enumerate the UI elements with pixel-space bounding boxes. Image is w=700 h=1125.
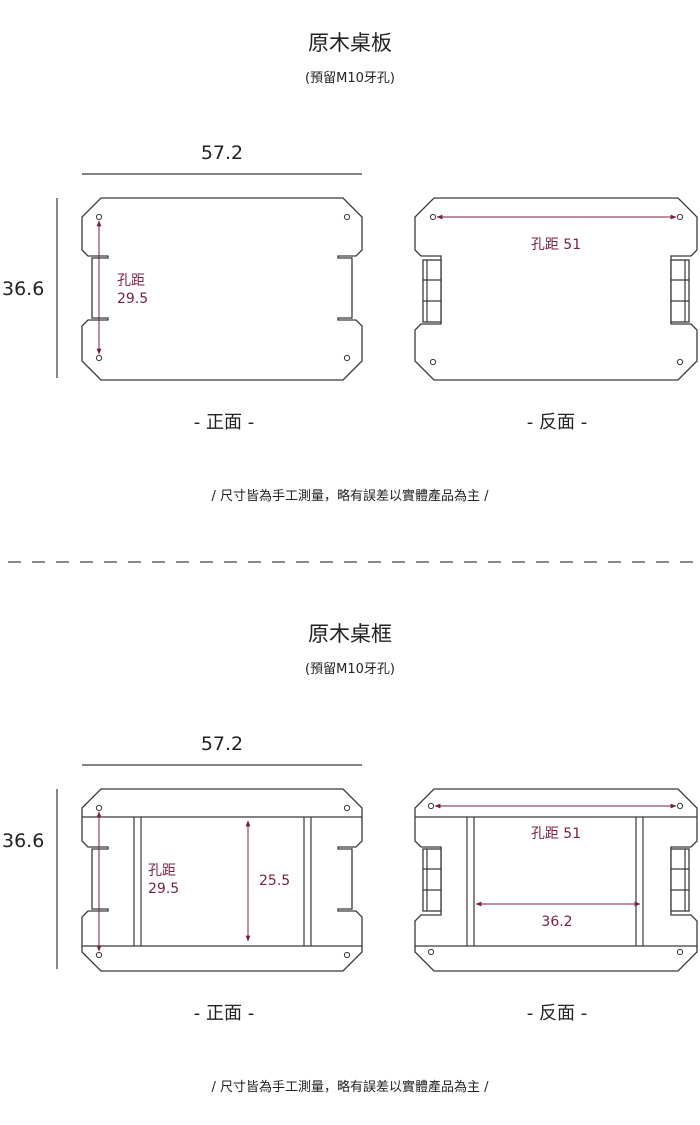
front-view: 孔距 29.5 bbox=[81, 197, 363, 381]
screw-hole bbox=[343, 804, 351, 812]
screw-hole bbox=[95, 354, 103, 362]
inner-width-value: 36.2 bbox=[541, 914, 572, 930]
handle-left bbox=[422, 259, 442, 323]
hole-distance-label: 孔距 bbox=[117, 273, 145, 289]
measurement-note: / 尺寸皆為手工測量，略有誤差以實體產品為主 / bbox=[211, 488, 489, 504]
width-dimension: 57.2 bbox=[201, 733, 243, 755]
hole-distance-label: 孔距 51 bbox=[531, 826, 581, 842]
section-tabletop: 原木桌板 (預留M10牙孔) 57.2 36.6 孔距 29.5 bbox=[2, 31, 698, 504]
screw-hole bbox=[676, 358, 684, 366]
width-dimension: 57.2 bbox=[201, 142, 243, 164]
section-table-frame: 原木桌框 (預留M10牙孔) 57.2 36.6 孔距 29.5 25.5 bbox=[2, 622, 698, 1095]
handle-left bbox=[422, 848, 442, 912]
screw-hole bbox=[95, 213, 103, 221]
measurement-note: / 尺寸皆為手工測量，略有誤差以實體產品為主 / bbox=[211, 1079, 489, 1095]
hole-distance-label: 孔距 51 bbox=[531, 237, 581, 253]
back-view: 孔距 51 bbox=[414, 197, 698, 381]
handle-right bbox=[670, 848, 690, 912]
front-view: 孔距 29.5 25.5 bbox=[81, 788, 363, 972]
front-label: - 正面 - bbox=[194, 412, 254, 433]
screw-hole bbox=[343, 213, 351, 221]
back-label: - 反面 - bbox=[527, 1003, 587, 1024]
screw-hole bbox=[676, 802, 684, 810]
height-dimension: 36.6 bbox=[2, 278, 44, 300]
inner-height-value: 25.5 bbox=[259, 873, 290, 889]
screw-hole bbox=[427, 948, 435, 956]
back-label: - 反面 - bbox=[527, 412, 587, 433]
height-dimension: 36.6 bbox=[2, 830, 44, 852]
section-subtitle: (預留M10牙孔) bbox=[305, 71, 395, 86]
back-view: 孔距 51 36.2 bbox=[414, 788, 698, 972]
screw-hole bbox=[95, 804, 103, 812]
front-label: - 正面 - bbox=[194, 1003, 254, 1024]
screw-hole bbox=[676, 948, 684, 956]
screw-hole bbox=[429, 358, 437, 366]
screw-hole bbox=[429, 213, 437, 221]
screw-hole bbox=[427, 802, 435, 810]
handle-right bbox=[670, 259, 690, 323]
hole-distance-label: 孔距 bbox=[148, 863, 176, 879]
hole-distance-value: 29.5 bbox=[117, 291, 148, 307]
hole-distance-value: 29.5 bbox=[148, 881, 179, 897]
section-title: 原木桌框 bbox=[308, 622, 392, 646]
section-title: 原木桌板 bbox=[308, 31, 392, 55]
screw-hole bbox=[676, 213, 684, 221]
screw-hole bbox=[95, 951, 103, 959]
screw-hole bbox=[343, 354, 351, 362]
screw-hole bbox=[343, 951, 351, 959]
section-subtitle: (預留M10牙孔) bbox=[305, 662, 395, 677]
